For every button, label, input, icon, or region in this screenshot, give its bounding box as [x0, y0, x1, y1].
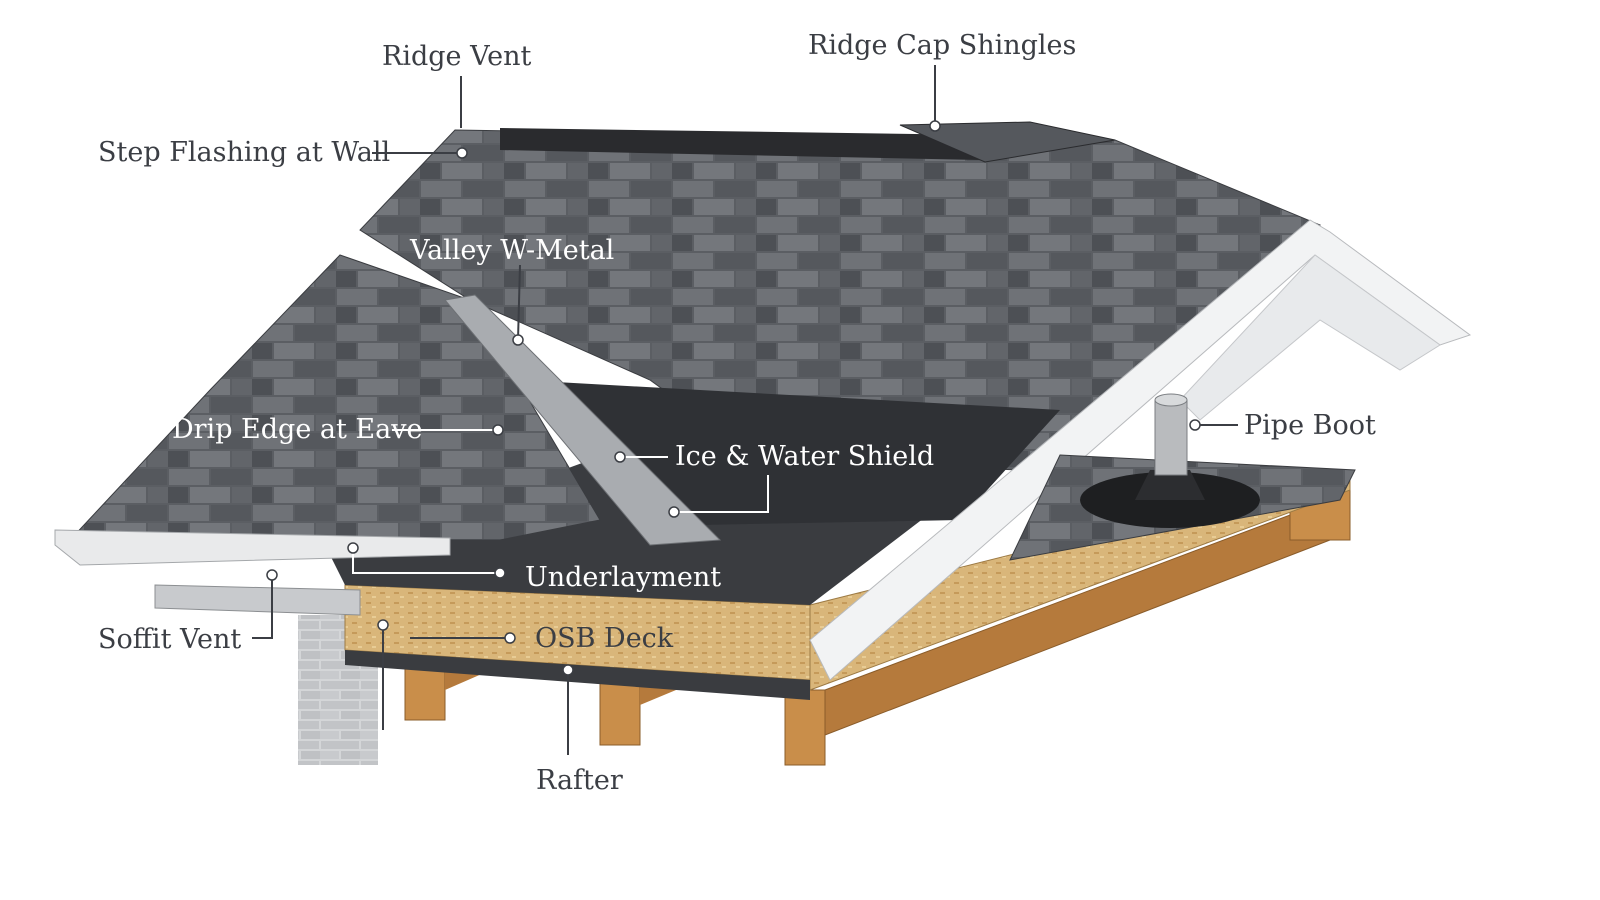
pipe-boot-cone	[1135, 470, 1205, 500]
label-ice-water-shield: Ice & Water Shield	[675, 441, 934, 472]
valley-metal	[444, 294, 722, 546]
vent-pipe	[1154, 399, 1188, 476]
label-ridge-cap-shingles: Ridge Cap Shingles	[808, 30, 1076, 61]
label-rafter: Rafter	[536, 765, 623, 796]
label-ridge-vent: Ridge Vent	[382, 41, 531, 72]
ridge-cap	[899, 121, 1116, 163]
label-pipe-boot: Pipe Boot	[1244, 410, 1376, 441]
label-valley-metal: Valley W-Metal	[409, 235, 614, 266]
soffit-vent-panel	[154, 584, 361, 616]
label-underlayment: Underlayment	[525, 562, 721, 593]
ridge-vent-strip	[500, 128, 985, 160]
eave-gutter	[54, 529, 451, 566]
labels: Ridge Vent Ridge Cap Shingles Step Flash…	[98, 30, 1376, 796]
leader-dots	[266, 120, 1201, 676]
label-osb-deck: OSB Deck	[535, 623, 674, 654]
label-step-flashing: Step Flashing at Wall	[98, 137, 390, 168]
label-soffit-vent: Soffit Vent	[98, 624, 241, 655]
leader-lines	[252, 65, 1238, 755]
gable-rake-trim	[809, 219, 1472, 681]
label-drip-edge: Drip Edge at Eave	[172, 414, 422, 445]
